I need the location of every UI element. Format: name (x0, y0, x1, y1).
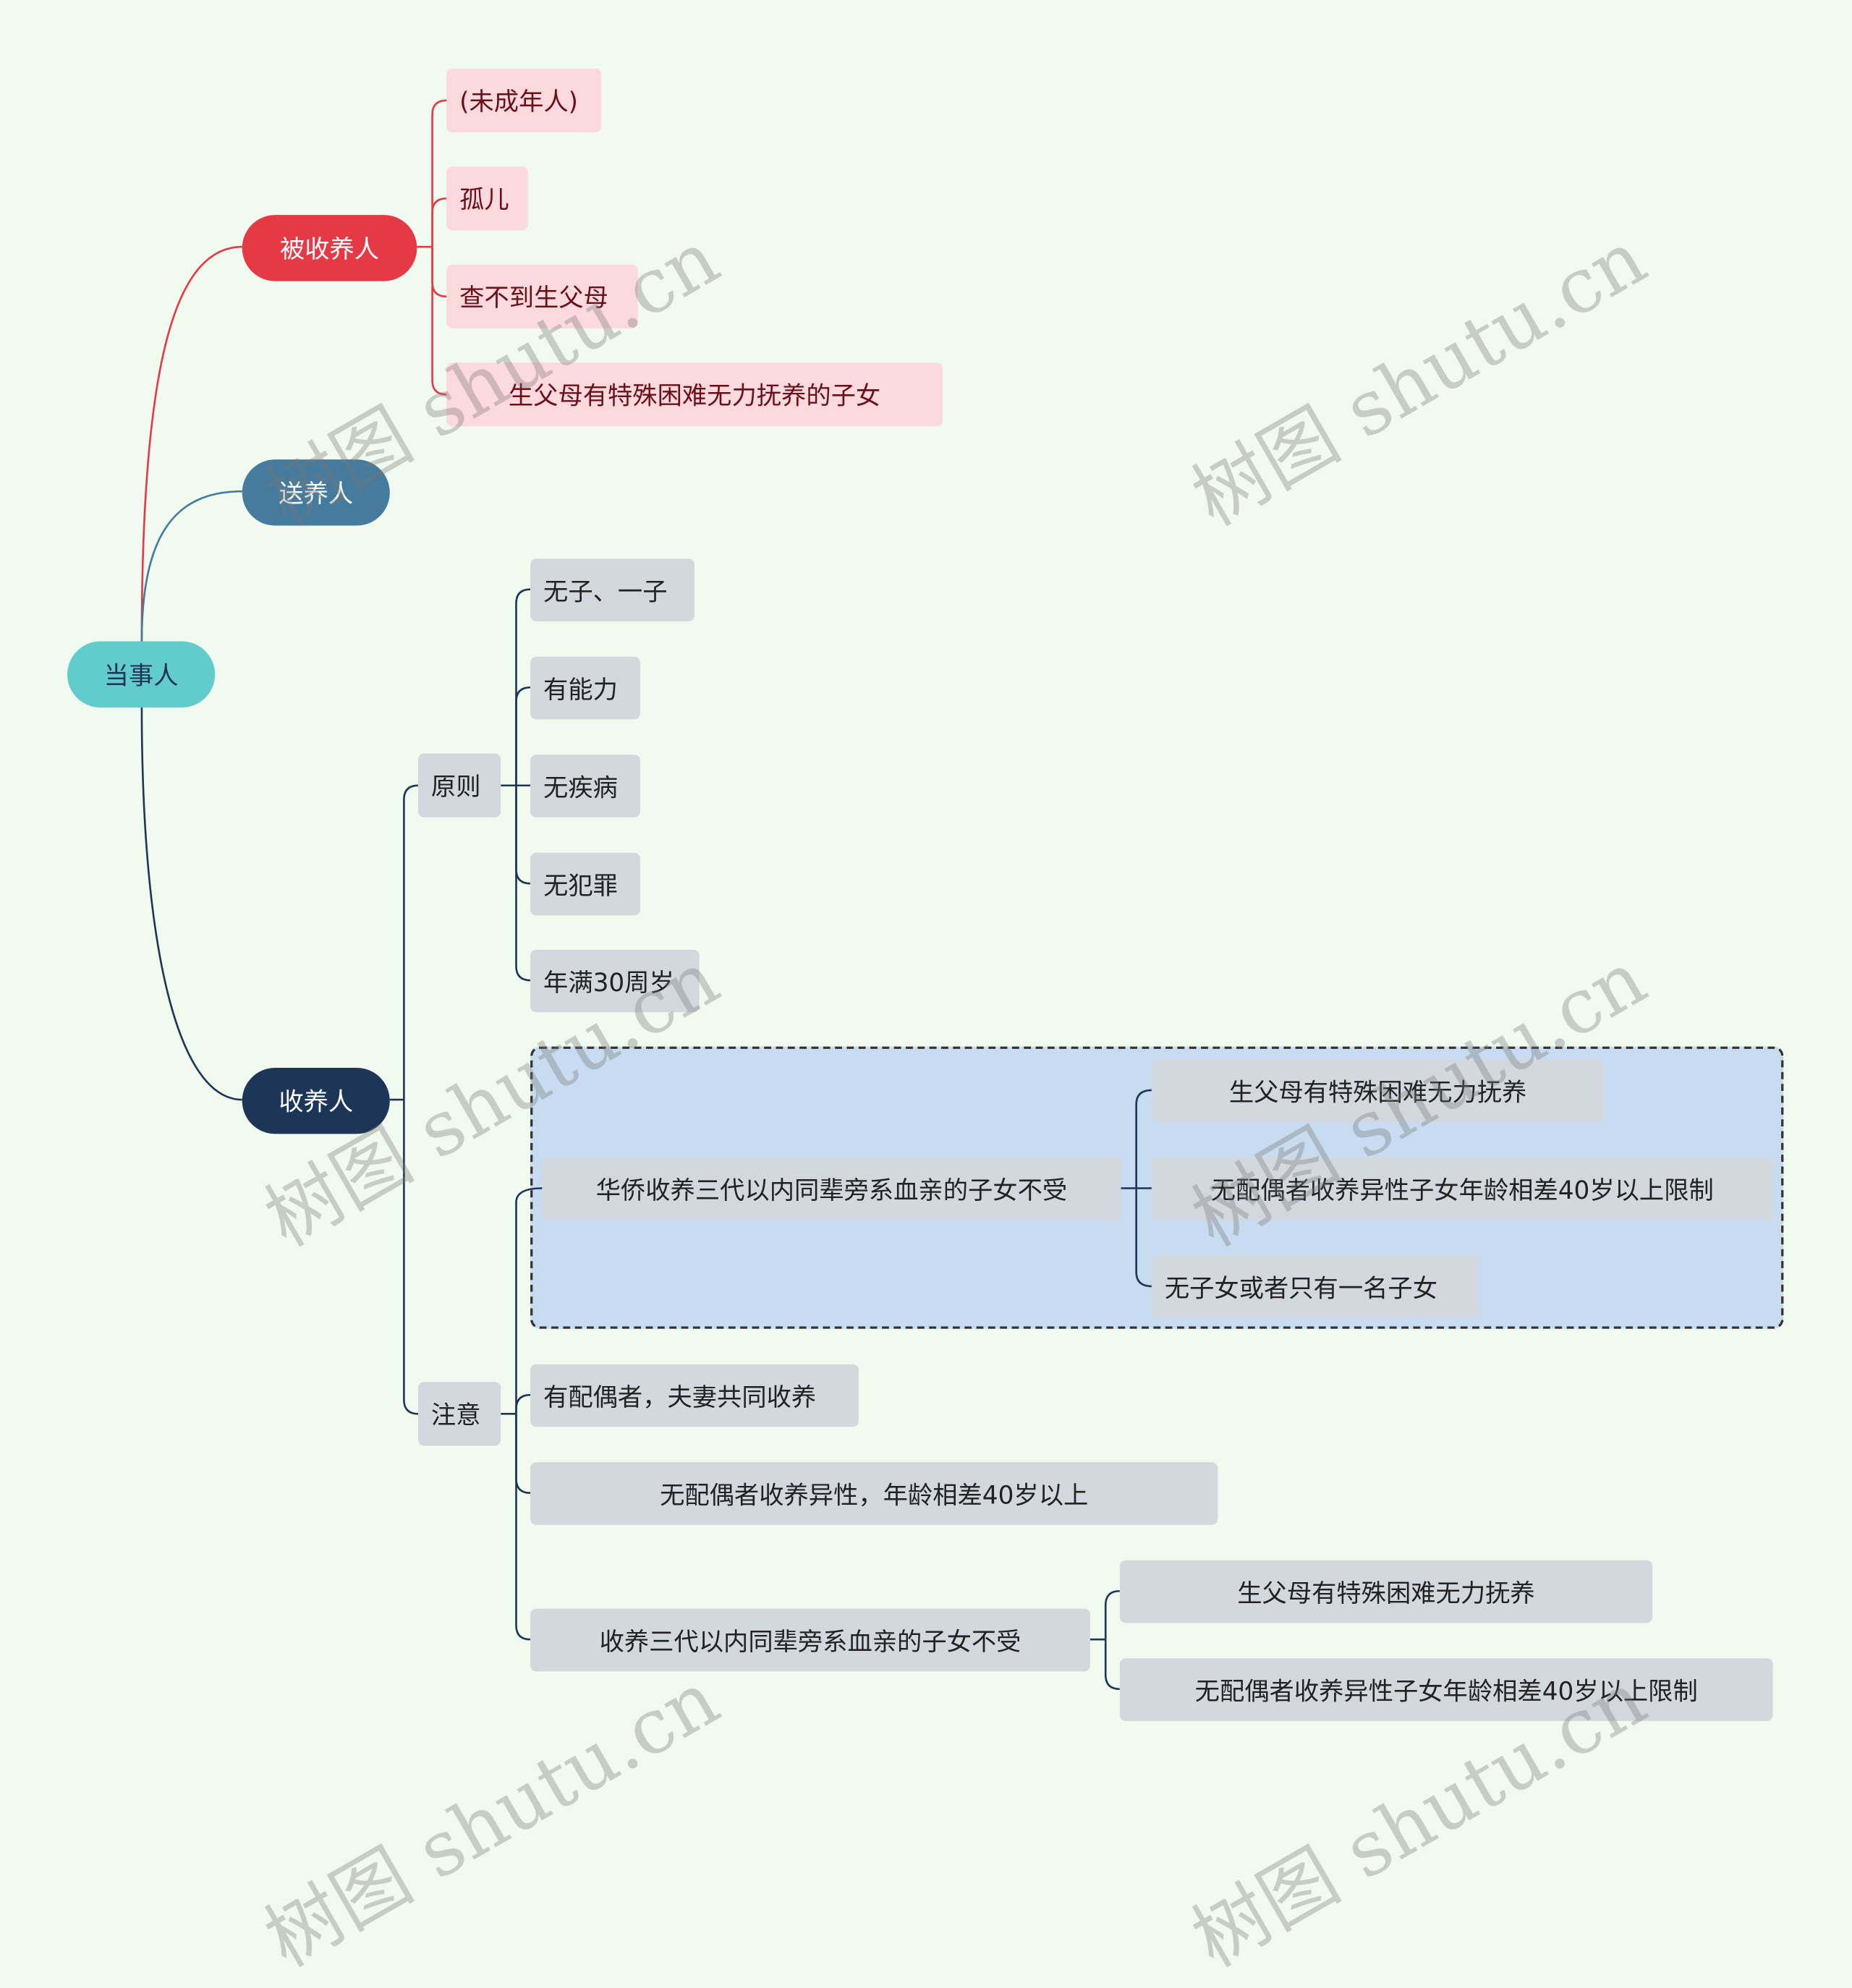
giver-node[interactable]: 送养人 (242, 459, 390, 526)
adoptee-item[interactable]: (未成年人) (446, 68, 602, 132)
relatives-node[interactable]: 收养三代以内同辈旁系血亲的子女不受 (530, 1608, 1090, 1672)
connector-giver (140, 490, 242, 642)
overseas-node[interactable]: 华侨收养三代以内同辈旁系血亲的子女不受 (542, 1157, 1121, 1220)
relatives-item[interactable]: 无配偶者收养异性子女年龄相差40岁以上限制 (1119, 1658, 1773, 1721)
connectors (140, 99, 1152, 1691)
relatives-item[interactable]: 生父母有特殊困难无力抚养 (1119, 1560, 1653, 1623)
overseas-item[interactable]: 生父母有特殊困难无力抚养 (1151, 1059, 1605, 1123)
principle-item[interactable]: 有能力 (530, 656, 640, 720)
principle-item[interactable]: 无疾病 (530, 755, 640, 817)
notes-node[interactable]: 注意 (417, 1382, 501, 1446)
mindmap-canvas: 当事人 被收养人 送养人 收养人 (未成年人) 孤儿 查不到生父母 生父母有特殊… (67, 68, 1784, 1984)
note-item[interactable]: 无配偶者收养异性，年龄相差40岁以上 (530, 1462, 1218, 1525)
principle-item[interactable]: 年满30周岁 (530, 949, 700, 1013)
principle-item[interactable]: 无子、一子 (530, 558, 695, 621)
note-item[interactable]: 有配偶者，夫妻共同收养 (530, 1364, 859, 1427)
principle-item[interactable]: 无犯罪 (530, 852, 640, 916)
connector-adopter-children (389, 588, 1152, 1691)
overseas-item[interactable]: 无子女或者只有一名子女 (1151, 1255, 1479, 1319)
principles-node[interactable]: 原则 (417, 753, 501, 817)
adoptee-node[interactable]: 被收养人 (242, 215, 417, 281)
overseas-item[interactable]: 无配偶者收养异性子女年龄相差40岁以上限制 (1151, 1157, 1773, 1220)
root-node[interactable]: 当事人 (67, 641, 216, 708)
adoptee-item[interactable]: 孤儿 (446, 166, 528, 231)
connector-adopter (140, 706, 242, 1101)
connector-adoptee (140, 245, 242, 642)
adoptee-item[interactable]: 查不到生父母 (446, 264, 638, 328)
adopter-node[interactable]: 收养人 (242, 1067, 390, 1134)
connector-adoptee-children (417, 99, 447, 396)
adoptee-item[interactable]: 生父母有特殊困难无力抚养的子女 (446, 362, 943, 427)
